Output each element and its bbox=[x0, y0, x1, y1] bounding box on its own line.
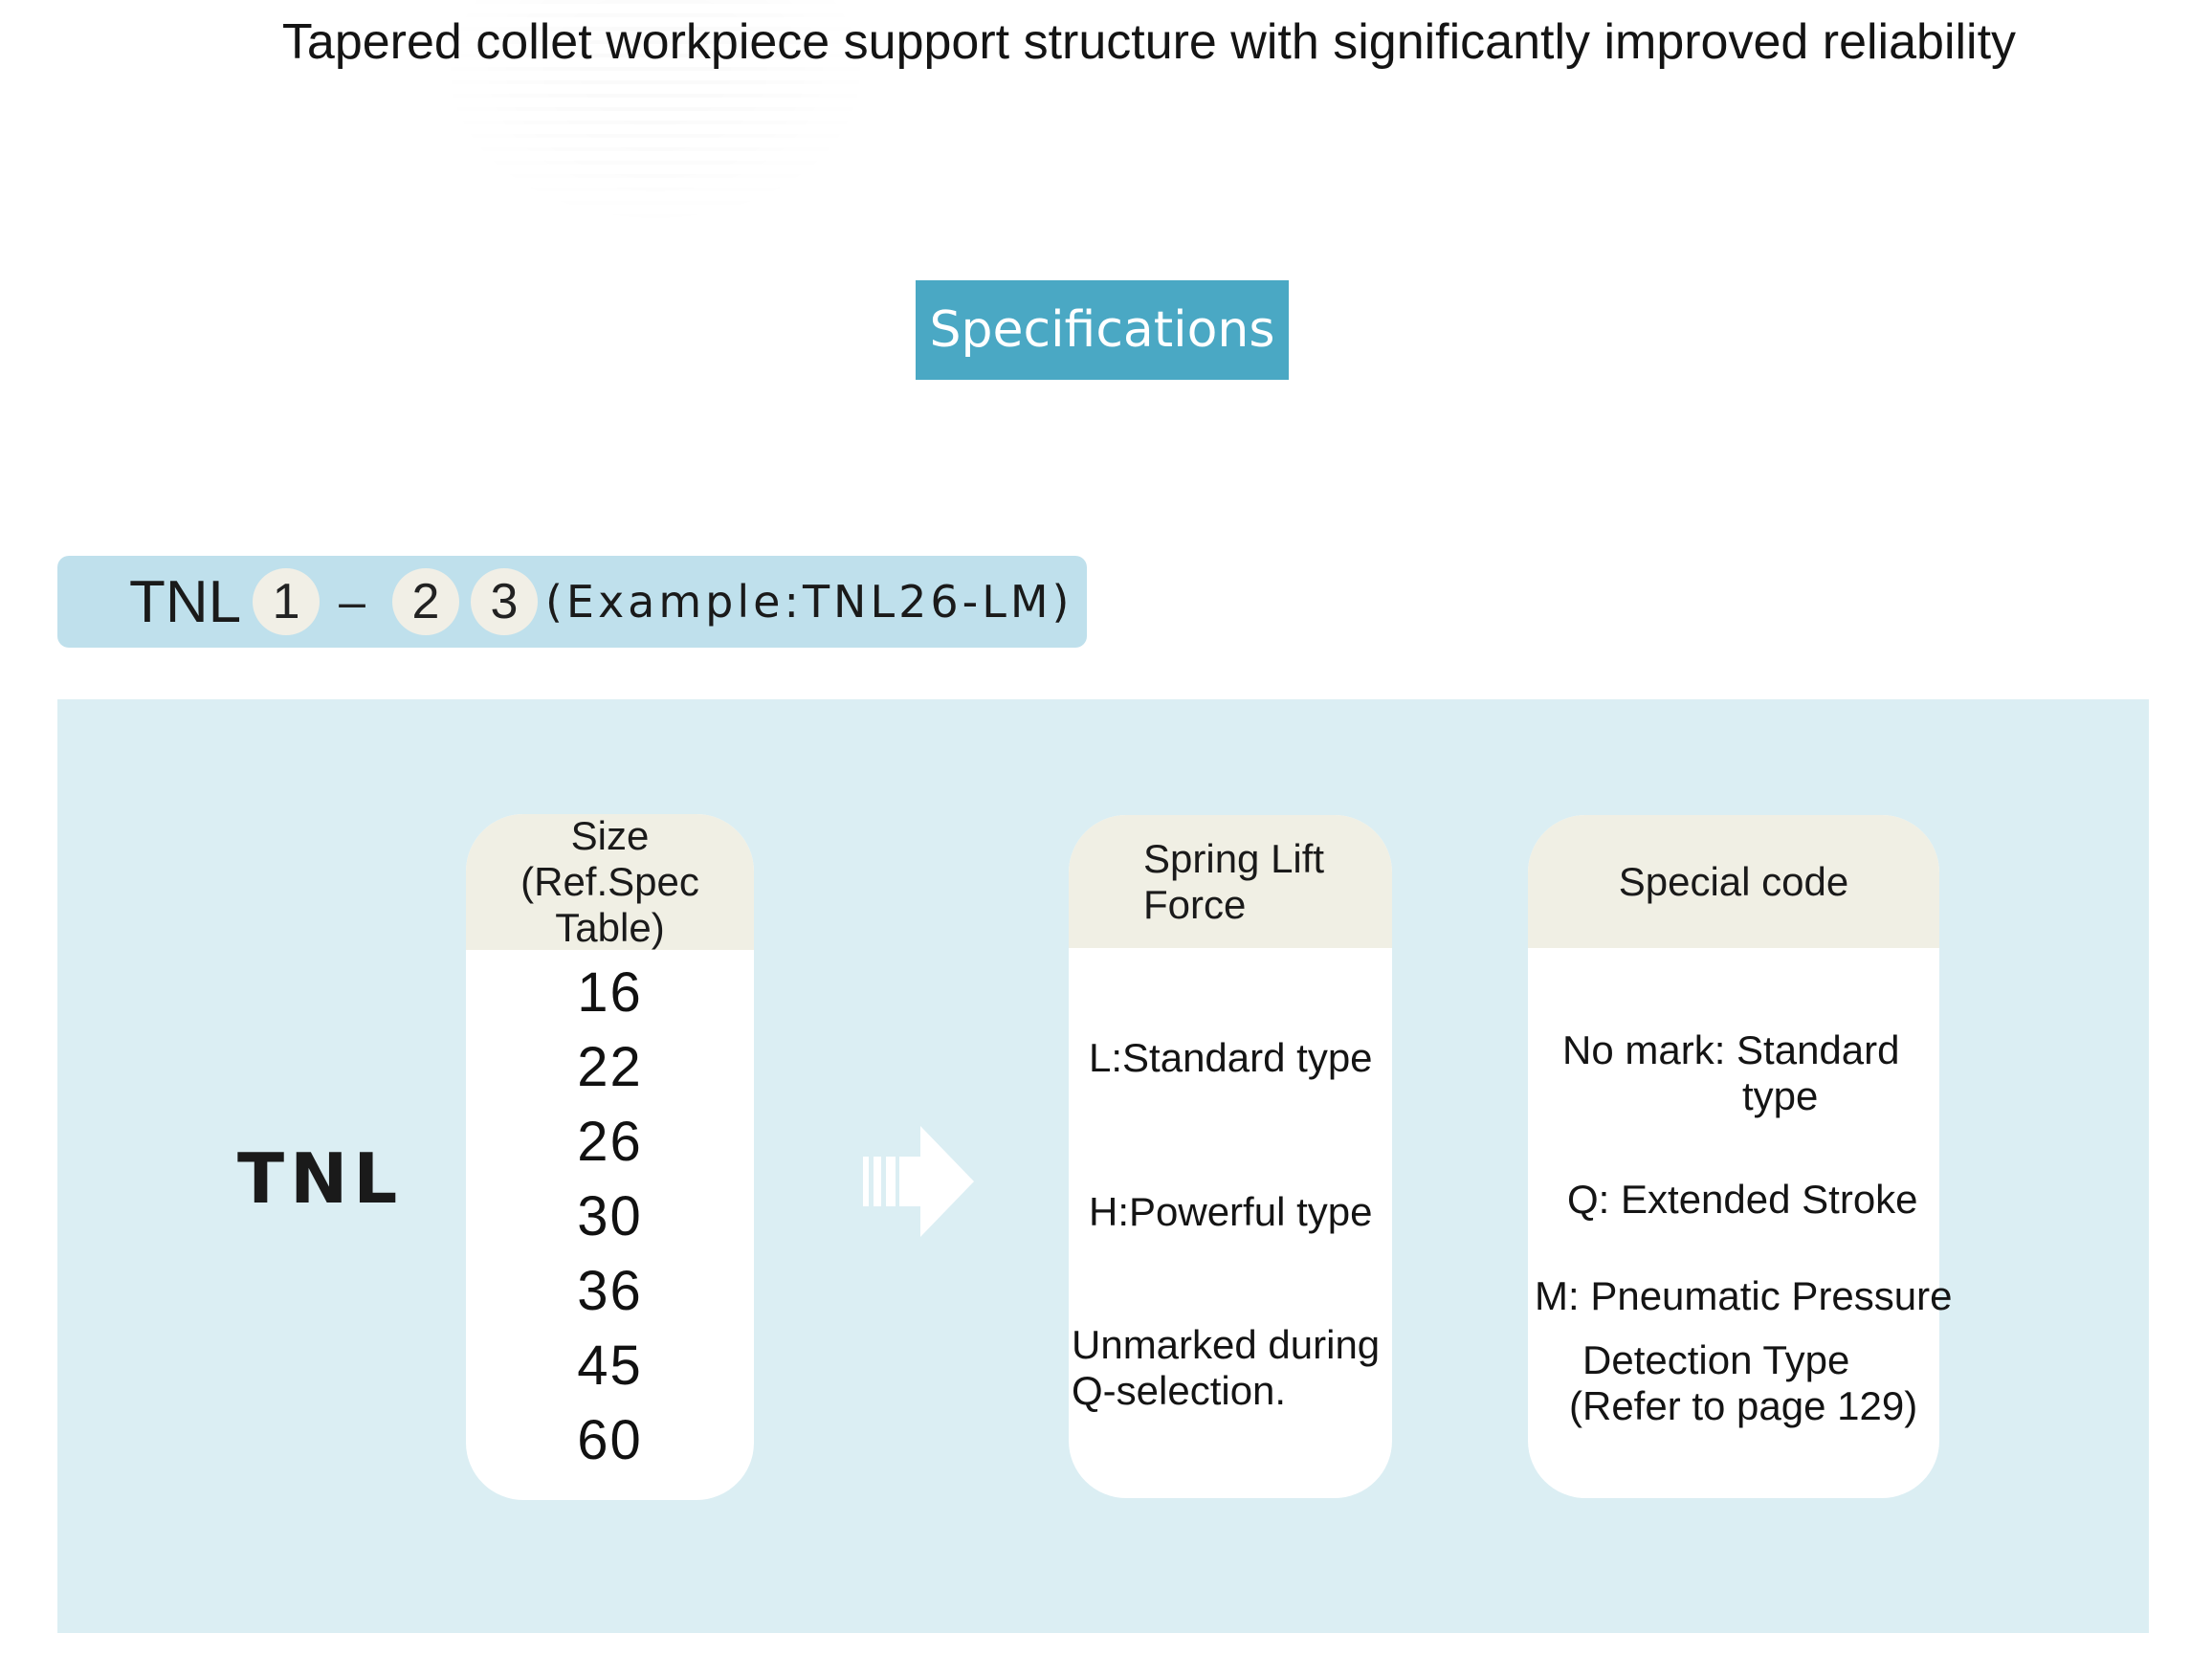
size-column: Size (Ref.Spec Table) 16 22 26 30 36 45 … bbox=[466, 814, 754, 1500]
model-code-bar: TNL 1 – 2 3 (Example:TNL26-LM) bbox=[57, 556, 1087, 648]
size-header-line2: (Ref.Spec Table) bbox=[520, 859, 699, 950]
spring-force-option-standard: L:Standard type bbox=[1089, 1035, 1373, 1080]
size-value: 26 bbox=[577, 1111, 643, 1173]
spring-force-note-line2: Q-selection. bbox=[1072, 1368, 1287, 1413]
size-value: 22 bbox=[577, 1036, 643, 1098]
special-code-column-header: Special code bbox=[1528, 815, 1939, 948]
model-code-prefix: TNL bbox=[129, 568, 242, 635]
size-header-line1: Size bbox=[570, 814, 650, 858]
size-value: 30 bbox=[577, 1185, 643, 1247]
special-code-column: Special code bbox=[1528, 815, 1939, 1498]
spring-force-column-header: Spring Lift Force bbox=[1069, 815, 1392, 948]
page-tagline: Tapered collet workpiece support structu… bbox=[281, 14, 2017, 70]
model-code-slot-1: 1 bbox=[253, 568, 321, 635]
spring-force-option-powerful: H:Powerful type bbox=[1089, 1189, 1373, 1234]
special-code-m-line2: Detection Type bbox=[1582, 1337, 1850, 1382]
model-code-slot-3: 3 bbox=[470, 568, 538, 635]
background-product-image bbox=[421, 0, 890, 239]
model-code-dash: – bbox=[339, 575, 365, 629]
right-arrow-icon bbox=[863, 1126, 974, 1237]
special-code-no-mark-line2: type bbox=[1742, 1073, 1819, 1118]
model-code-slot-2: 2 bbox=[391, 568, 459, 635]
model-code-example: (Example:TNL26-LM) bbox=[544, 576, 1073, 628]
spring-force-note-line1: Unmarked during bbox=[1072, 1322, 1381, 1367]
special-code-header: Special code bbox=[1618, 858, 1849, 904]
special-code-m-line1: M: Pneumatic Pressure bbox=[1535, 1273, 1953, 1318]
spring-force-header-line2: Force bbox=[1143, 881, 1247, 927]
size-value: 36 bbox=[577, 1260, 643, 1322]
spring-force-header-line1: Spring Lift bbox=[1143, 835, 1325, 881]
spring-force-column: Spring Lift Force bbox=[1069, 815, 1392, 1498]
special-code-no-mark-line1: No mark: Standard bbox=[1562, 1027, 1900, 1072]
size-column-header: Size (Ref.Spec Table) bbox=[466, 814, 754, 950]
size-value: 16 bbox=[577, 961, 643, 1024]
special-code-m-line3: (Refer to page 129) bbox=[1569, 1383, 1918, 1428]
size-value: 45 bbox=[577, 1335, 643, 1397]
specifications-heading: Specifications bbox=[916, 280, 1289, 380]
size-value: 60 bbox=[577, 1409, 643, 1471]
series-label: TNL bbox=[237, 1138, 404, 1219]
special-code-q-option: Q: Extended Stroke bbox=[1567, 1177, 1918, 1222]
size-list: 16 22 26 30 36 45 60 bbox=[466, 950, 754, 1478]
